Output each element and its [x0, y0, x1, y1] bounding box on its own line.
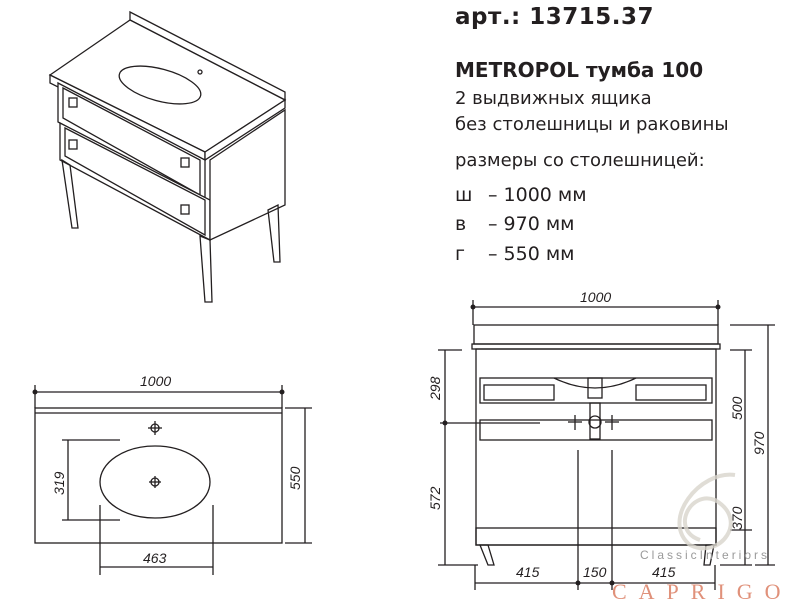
leg-height-label: 370: [729, 506, 745, 530]
top-width-label: 1000: [140, 373, 171, 389]
upper-height-label: 298: [427, 376, 443, 401]
front-view: [438, 300, 775, 590]
height-label: в: [455, 213, 467, 235]
front-width-label: 1000: [580, 289, 611, 305]
caprigo-logo: ClassicInteriors CAPRIGO: [612, 472, 793, 599]
left-offset-label: 415: [516, 564, 540, 580]
right-offset-label: 415: [652, 564, 676, 580]
middle-offset-label: 150: [583, 564, 607, 580]
perspective-view: [48, 10, 287, 303]
description-line-2: без столешницы и раковины: [455, 114, 729, 135]
width-value: – 1000 мм: [488, 184, 587, 206]
total-height-label: 970: [751, 431, 767, 455]
svg-text:ClassicInteriors: ClassicInteriors: [640, 548, 770, 562]
bowl-depth-label: 319: [51, 471, 67, 495]
height-value: – 970 мм: [488, 213, 575, 235]
sizes-title: размеры со столешницей:: [455, 150, 705, 171]
description-line-1: 2 выдвижных ящика: [455, 88, 652, 109]
width-label: ш: [455, 184, 473, 206]
depth-label: г: [455, 243, 465, 265]
bowl-width-label: 463: [143, 550, 167, 566]
lower-height-label: 572: [427, 486, 443, 510]
body-height-label: 500: [729, 396, 745, 420]
svg-text:CAPRIGO: CAPRIGO: [612, 579, 793, 599]
top-view: [34, 385, 312, 575]
product-name: METROPOL тумба 100: [455, 58, 704, 82]
depth-value: – 550 мм: [488, 243, 575, 265]
top-depth-label: 550: [287, 466, 303, 490]
article-number: арт.: 13715.37: [455, 4, 655, 30]
